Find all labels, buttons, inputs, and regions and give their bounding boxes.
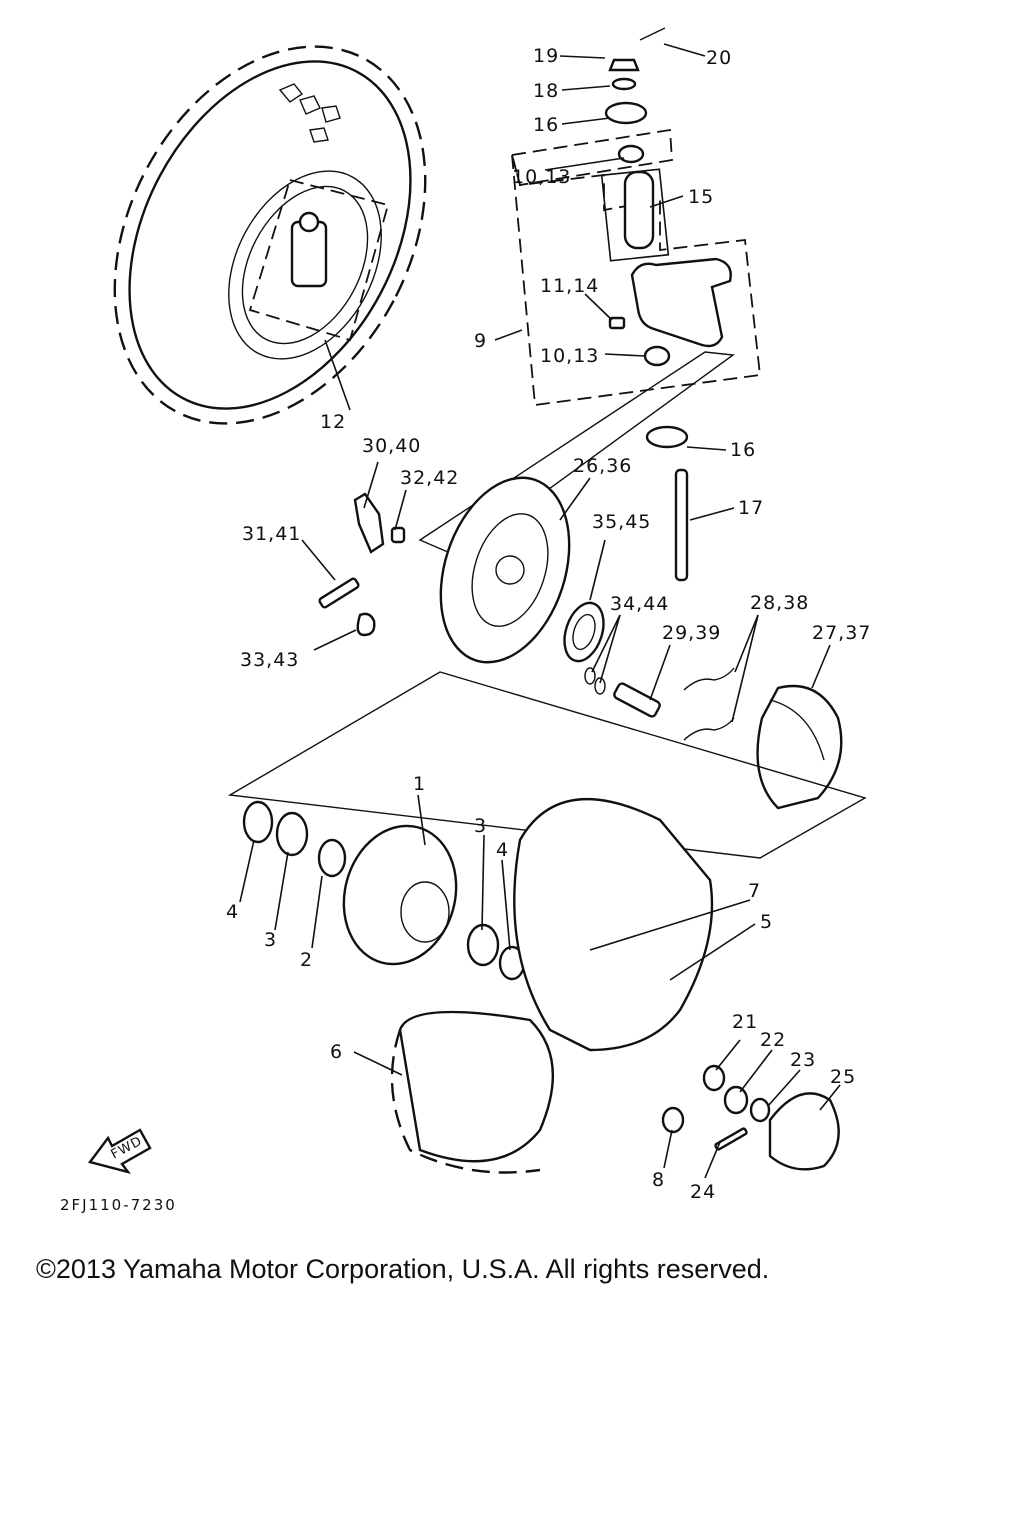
parts-diagram: FWD	[87, 27, 871, 1203]
callout-23: 23	[790, 1049, 816, 1071]
hub-rim-group	[227, 671, 867, 1174]
callout-24: 24	[690, 1181, 716, 1203]
callout-22: 22	[760, 1029, 786, 1051]
callout-25: 25	[830, 1066, 856, 1088]
callout-5: 5	[760, 911, 773, 933]
callout-19: 19	[533, 45, 559, 67]
callout-3-left: 3	[264, 929, 277, 951]
callout-29-39: 29,39	[662, 622, 721, 644]
brake-components	[318, 351, 843, 810]
callout-15: 15	[688, 186, 714, 208]
fwd-arrow-icon: FWD	[87, 1128, 152, 1175]
callout-labels: 19 20 18 16 10,13 15 11,14 9 10,13 12 16…	[226, 45, 871, 1203]
callout-20: 20	[706, 47, 732, 69]
callout-1: 1	[413, 773, 426, 795]
callout-31-41: 31,41	[242, 523, 301, 545]
callout-32-42: 32,42	[400, 467, 459, 489]
callout-28-38: 28,38	[750, 592, 809, 614]
callout-33-43: 33,43	[240, 649, 299, 671]
callout-21: 21	[732, 1011, 758, 1033]
diagram-code: 2FJ110-7230	[60, 1196, 177, 1214]
callout-4-left: 4	[226, 901, 239, 923]
callout-10-13-top: 10,13	[512, 166, 571, 188]
callout-27-37: 27,37	[812, 622, 871, 644]
callout-26-36: 26,36	[573, 455, 632, 477]
callout-10-13-bottom: 10,13	[540, 345, 599, 367]
callout-16-bottom: 16	[730, 439, 756, 461]
callout-2: 2	[300, 949, 313, 971]
leader-lines	[239, 43, 841, 1179]
callout-16-top: 16	[533, 114, 559, 136]
callout-35-45: 35,45	[592, 511, 651, 533]
callout-6: 6	[330, 1041, 343, 1063]
callout-17: 17	[738, 497, 764, 519]
callout-34-44: 34,44	[610, 593, 669, 615]
callout-4-right: 4	[496, 839, 509, 861]
copyright-notice: ©2013 Yamaha Motor Corporation, U.S.A. A…	[36, 1254, 770, 1284]
callout-3-right: 3	[474, 815, 487, 837]
assembled-wheel	[113, 45, 427, 425]
callout-8: 8	[652, 1169, 665, 1191]
knuckle-group	[510, 27, 761, 582]
callout-7: 7	[748, 880, 761, 902]
callout-12: 12	[320, 411, 346, 433]
callout-30-40: 30,40	[362, 435, 421, 457]
callout-9: 9	[474, 330, 487, 352]
callout-18: 18	[533, 80, 559, 102]
callout-11-14: 11,14	[540, 275, 599, 297]
